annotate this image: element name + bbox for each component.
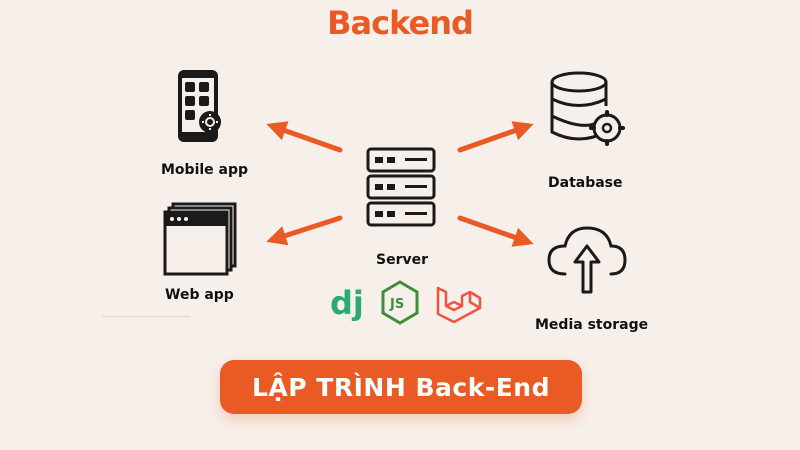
cloud-upload-icon bbox=[547, 226, 627, 294]
database-gear-icon bbox=[550, 71, 625, 146]
nodejs-logo: JS bbox=[381, 280, 419, 325]
server-label: Server bbox=[376, 252, 429, 268]
mobile-app-label: Mobile app bbox=[161, 162, 249, 178]
database-label: Database bbox=[548, 175, 623, 191]
divider bbox=[102, 316, 190, 317]
svg-text:JS: JS bbox=[389, 297, 404, 312]
smartphone-icon bbox=[178, 70, 221, 142]
laravel-logo bbox=[436, 286, 482, 324]
arrow-to-mobile bbox=[266, 121, 343, 153]
arrow-to-web bbox=[266, 215, 343, 246]
banner-text: LẬP TRÌNH Back-End bbox=[252, 372, 550, 402]
browser-window-icon bbox=[163, 202, 237, 276]
django-logo: dj bbox=[330, 284, 364, 322]
server-rack-icon bbox=[366, 147, 436, 227]
arrow-to-database bbox=[457, 121, 534, 153]
web-app-label: Web app bbox=[165, 287, 234, 303]
media-storage-label: Media storage bbox=[535, 317, 649, 333]
arrow-to-media bbox=[457, 215, 534, 247]
svg-text:dj: dj bbox=[330, 284, 364, 322]
banner: LẬP TRÌNH Back-End bbox=[220, 360, 582, 414]
page-title: Backend bbox=[327, 4, 474, 42]
